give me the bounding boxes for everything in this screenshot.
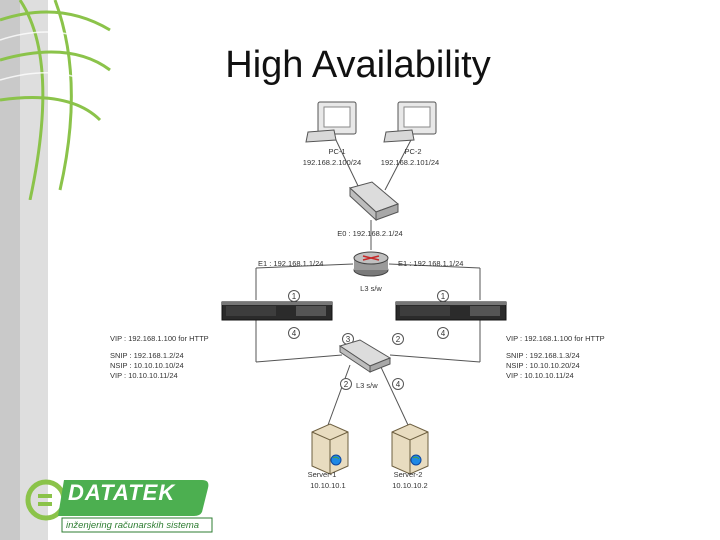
right-snip-label: SNIP : 192.168.1.3/24 — [506, 351, 580, 360]
pc-1-ip: 192.168.2.100/24 — [303, 158, 361, 167]
marker-4-left: 4 — [292, 329, 297, 338]
e1-left-label: E1 : 192.168.1.1/24 — [258, 259, 323, 268]
top-switch-label: E0 : 192.168.2.1/24 — [337, 229, 402, 238]
datatek-logo: DATATEK inženjering računarskih sistema — [24, 476, 214, 536]
pc-1-icon — [305, 101, 357, 143]
left-snip-label: SNIP : 192.168.1.2/24 — [110, 351, 184, 360]
marker-2-top: 2 — [396, 335, 401, 344]
server-2-ip: 10.10.10.2 — [392, 481, 427, 490]
server-1-ip: 10.10.10.1 — [310, 481, 345, 490]
globe-lines-icon — [0, 0, 111, 200]
right-appliance-icon — [395, 301, 507, 321]
left-vip-label: VIP : 192.168.1.100 for HTTP — [110, 334, 209, 343]
pc-2-icon — [383, 101, 437, 143]
e1-right-label: E1 : 192.168.1.1/24 — [398, 259, 463, 268]
marker-1-left: 1 — [292, 292, 297, 301]
router-label: L3 s/w — [360, 284, 382, 293]
top-switch-icon — [348, 181, 399, 222]
logo-tagline: inženjering računarskih sistema — [66, 520, 200, 531]
pc-1-name: PC-1 — [328, 147, 345, 156]
marker-3-top: 3 — [346, 335, 351, 344]
logo-brand-text: DATATEK — [68, 480, 176, 505]
server-1-icon — [311, 423, 349, 475]
pc-2-name: PC-2 — [404, 147, 421, 156]
bottom-switch-label: L3 s/w — [356, 381, 378, 390]
router-icon — [353, 251, 389, 277]
right-nsip-label: NSIP : 10.10.10.20/24 — [506, 361, 580, 370]
marker-4-right: 4 — [441, 329, 446, 338]
datatek-logo-icon — [25, 479, 213, 533]
marker-1-right: 1 — [441, 292, 446, 301]
left-vip2-label: VIP : 10.10.10.11/24 — [110, 371, 178, 380]
server-2-icon — [391, 423, 429, 475]
marker-4-bottom: 4 — [396, 380, 401, 389]
page-title: High Availability — [225, 44, 491, 86]
left-appliance-icon — [221, 301, 333, 321]
marker-2-bottom: 2 — [344, 380, 349, 389]
server-2-name: Server-2 — [394, 470, 423, 479]
pc-2-ip: 192.168.2.101/24 — [381, 158, 439, 167]
right-vip-label: VIP : 192.168.1.100 for HTTP — [506, 334, 605, 343]
server-1-name: Server-1 — [308, 470, 337, 479]
bottom-switch-icon — [338, 339, 392, 373]
right-vip2-label: VIP : 10.10.10.11/24 — [506, 371, 574, 380]
left-nsip-label: NSIP : 10.10.10.10/24 — [110, 361, 184, 370]
